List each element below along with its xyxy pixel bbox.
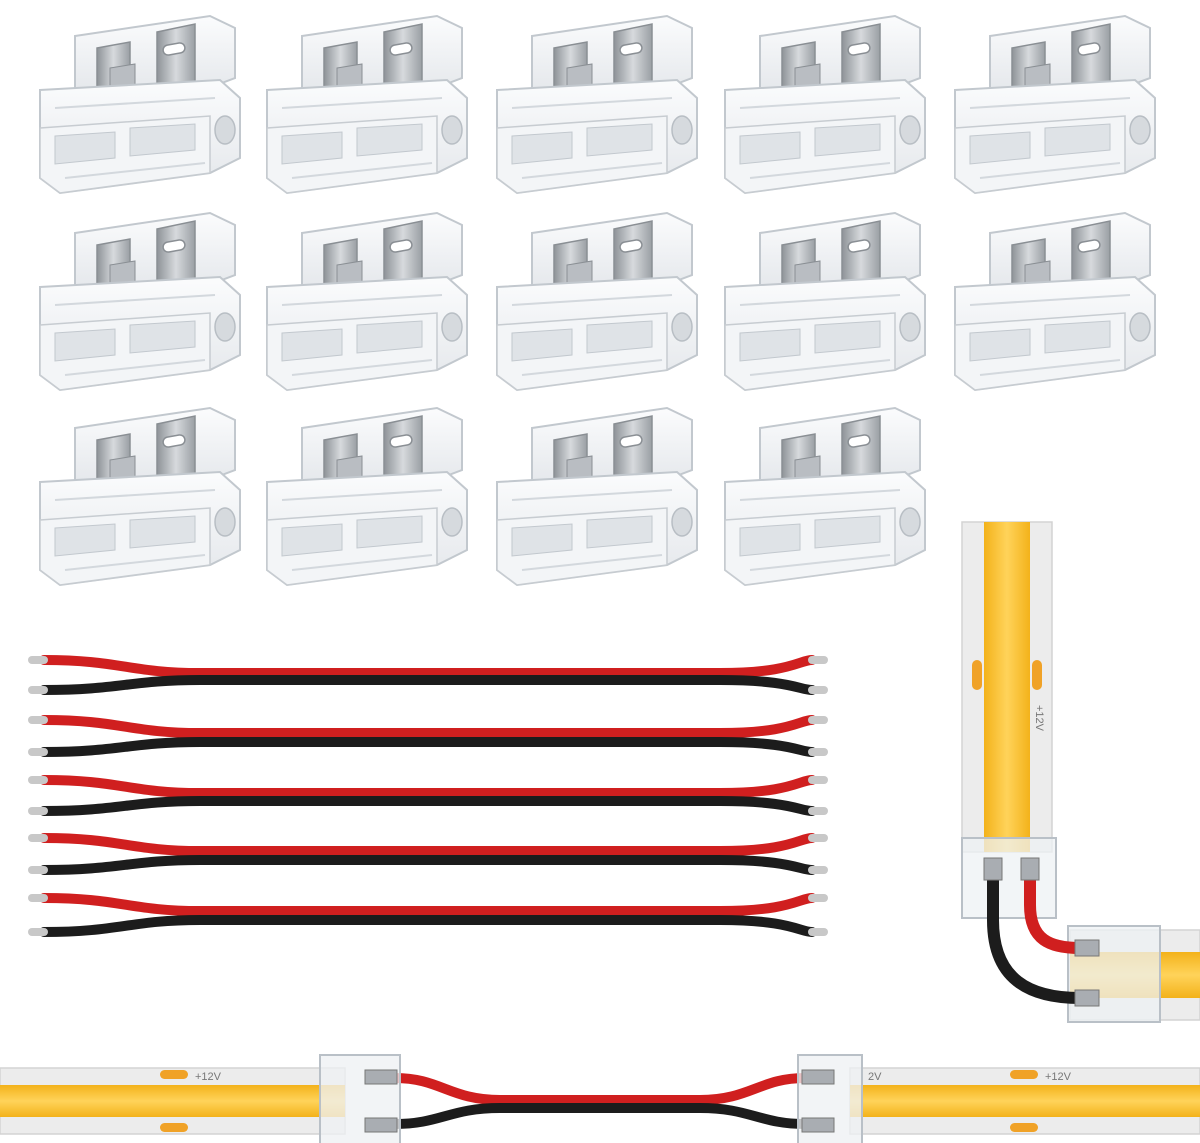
connector-clip xyxy=(954,212,1156,391)
connector-clip xyxy=(266,407,468,586)
black-wire xyxy=(987,869,1086,1004)
red-wire xyxy=(39,715,817,738)
connector-clip xyxy=(496,15,698,194)
black-wire xyxy=(39,675,817,695)
red-wire xyxy=(39,655,817,678)
connector-clip xyxy=(39,15,241,194)
connector-clip xyxy=(266,15,468,194)
connector-clip xyxy=(724,407,926,586)
wire-tips xyxy=(28,656,828,936)
red-wire xyxy=(1024,869,1086,954)
connector-clip xyxy=(724,212,926,391)
connector-clip xyxy=(39,212,241,391)
connector-clip xyxy=(954,15,1156,194)
strip-polarity-label: 2V xyxy=(868,1071,882,1083)
red-wire xyxy=(39,775,817,798)
connector-clip xyxy=(496,212,698,391)
bottom-strip-assembly: +12V +12V 2V xyxy=(0,1054,1200,1143)
red-wire xyxy=(39,893,817,916)
red-wire xyxy=(39,833,817,856)
strip-polarity-label: +12V xyxy=(1033,705,1045,732)
black-wire xyxy=(39,855,817,875)
connector-grid xyxy=(39,15,1156,586)
connector-clip xyxy=(266,212,468,391)
black-wire xyxy=(394,1103,806,1129)
strip-polarity-label: +12V xyxy=(1045,1071,1072,1083)
connector-clip xyxy=(39,407,241,586)
red-wire xyxy=(394,1073,806,1105)
black-wire xyxy=(39,915,817,937)
strip-polarity-label: +12V xyxy=(195,1071,222,1083)
black-wire xyxy=(39,737,817,757)
wire-pairs xyxy=(28,655,828,937)
connector-clip xyxy=(496,407,698,586)
black-wire xyxy=(39,796,817,816)
corner-strip-assembly: +12V xyxy=(961,521,1200,1023)
connector-clip xyxy=(724,15,926,194)
